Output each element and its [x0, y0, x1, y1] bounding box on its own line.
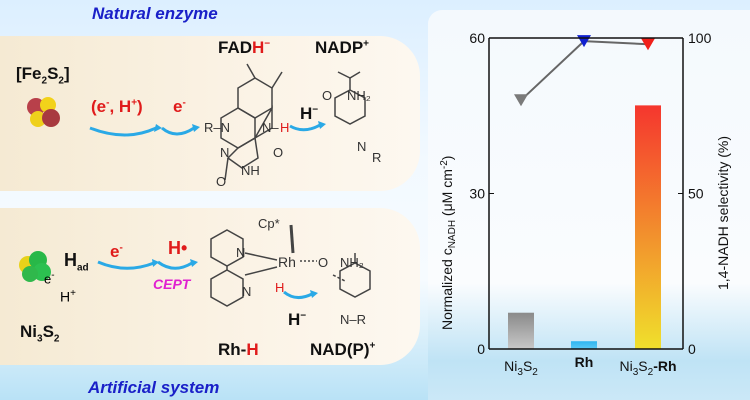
electron-label: e-: [173, 97, 186, 116]
bar-ni3s2-rh: [635, 105, 661, 349]
artificial-system-title: Artificial system: [88, 378, 220, 397]
nadp-label: NADP+: [315, 38, 370, 57]
category-label-ni3s2-rh: Ni3S2-Rh: [619, 358, 676, 378]
fadh-label: FADH−: [218, 38, 271, 57]
selectivity-point-ni3s2-rh: [641, 38, 655, 51]
ring-n-r: N–R: [340, 312, 367, 327]
hydride-transfer-arrow-bottom: [283, 290, 318, 299]
left-tick-label: 0: [477, 341, 485, 357]
amide-o: O: [318, 255, 329, 270]
fe2s2-label: [Fe2S2]: [16, 64, 70, 87]
cept-label: CEPT: [153, 276, 191, 292]
left-axis-title: Normalized cNADH (μM cm-2): [439, 156, 458, 330]
h-adsorbed-label: Had: [64, 250, 89, 274]
electron-proton-label: (e-, H+): [91, 97, 143, 116]
bipy-n2: N: [242, 284, 252, 299]
right-tick-label: 100: [688, 30, 712, 46]
electron-small-label: e-: [44, 270, 55, 287]
atom-o2: O: [216, 174, 227, 189]
electron-transfer-arrows-bottom: [97, 259, 198, 270]
atom-amide-o: O: [322, 88, 333, 103]
electron-transfer-arrows: [89, 124, 200, 137]
category-label-rh: Rh: [575, 354, 594, 370]
atom-nh: N–: [262, 120, 279, 135]
rh-h-label: Rh-H: [218, 340, 259, 359]
amide-nh2: NH₂: [340, 255, 364, 270]
atom-r: R: [372, 150, 382, 165]
natural-enzyme-title: Natural enzyme: [92, 4, 218, 23]
hydride-label: H−: [300, 104, 319, 123]
fad-nadp-structures: [220, 63, 366, 181]
bar-ni3s2: [508, 312, 534, 349]
ni3s2-label: Ni3S2: [20, 322, 60, 345]
electron-label-bottom: e-: [110, 242, 123, 261]
atom-n: N: [220, 145, 230, 160]
hydrogen-radical-label: H•: [168, 238, 188, 258]
artificial-system-panel: [0, 208, 420, 365]
right-tick-label: 50: [688, 186, 704, 202]
ni3s2-cluster-icon: [19, 251, 51, 282]
atom-h-red: H: [280, 120, 290, 135]
atom-amide-nh2: NH₂: [347, 88, 371, 103]
bar-rh: [571, 341, 597, 349]
natural-enzyme-panel: [0, 36, 420, 191]
hydride-label-bottom: H−: [288, 310, 307, 329]
rh-complex-structure: [210, 224, 371, 307]
hydride-transfer-arrow: [289, 121, 326, 132]
selectivity-line: [520, 40, 649, 101]
rh-atom: Rh: [278, 254, 296, 270]
selectivity-point-ni3s2: [514, 94, 528, 107]
bipy-n1: N: [236, 245, 246, 260]
nadp-plus-label: NAD(P)+: [310, 340, 376, 359]
chart-background: [428, 10, 750, 400]
cp-star-label: Cp*: [258, 216, 280, 231]
right-axis-title: 1,4-NADH selectivity (%): [715, 136, 731, 290]
atom-nh-ring: NH: [241, 163, 260, 178]
left-tick-label: 30: [469, 186, 485, 202]
right-tick-label: 0: [688, 341, 696, 357]
left-tick-label: 60: [469, 30, 485, 46]
atom-ring-n: N: [357, 139, 367, 154]
fe2s2-cluster-icon: [27, 97, 60, 127]
atom-rn: R–N: [204, 120, 231, 135]
atom-o: O: [273, 145, 284, 160]
rh-hydride-h: H: [275, 280, 285, 295]
category-label-ni3s2: Ni3S2: [504, 358, 538, 378]
proton-label: H+: [60, 288, 76, 305]
